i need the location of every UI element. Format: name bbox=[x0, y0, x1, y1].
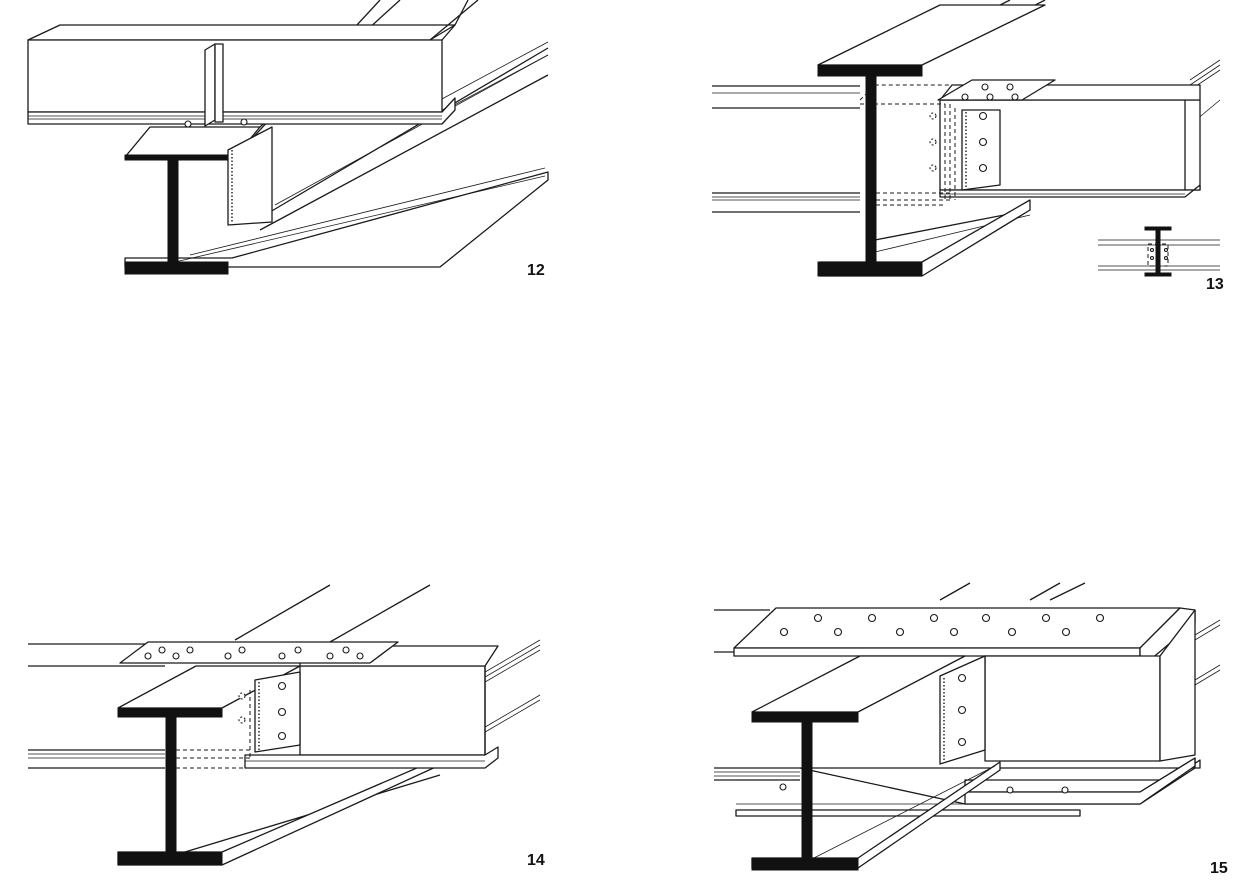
girder-top-flange bbox=[751, 655, 966, 713]
hidden-bolt bbox=[929, 112, 937, 120]
bolt-hole bbox=[277, 731, 287, 741]
bolt-hole bbox=[277, 707, 287, 717]
bolt-hole bbox=[1061, 627, 1071, 637]
hidden-lines bbox=[859, 84, 962, 206]
bolt-hole bbox=[1095, 613, 1105, 623]
bolt-hole bbox=[929, 613, 939, 623]
bolt-hole bbox=[238, 646, 246, 654]
girder-lines bbox=[939, 582, 1221, 686]
figure-12-beam-seat-connection: 12 bbox=[0, 0, 600, 300]
hidden-lines bbox=[176, 690, 251, 769]
girder-section bbox=[751, 711, 859, 871]
top-splice-plate bbox=[733, 607, 1196, 661]
hidden-bolt bbox=[929, 138, 937, 146]
girder-web bbox=[259, 41, 549, 231]
bottom-splice-plate bbox=[735, 757, 1201, 817]
bolt-hole bbox=[144, 652, 152, 660]
girder-top-flange bbox=[817, 4, 1046, 66]
bolt-hole bbox=[278, 652, 286, 660]
bolt-hole bbox=[172, 652, 180, 660]
bolt-hole bbox=[957, 673, 967, 683]
figure-12-drawing bbox=[27, 0, 549, 275]
inset-bolt bbox=[1149, 247, 1155, 253]
bolt-hole bbox=[1011, 93, 1019, 101]
bolt-hole bbox=[981, 83, 989, 91]
bolt-hole bbox=[961, 93, 969, 101]
bolt-hole bbox=[240, 118, 248, 126]
bolt-hole bbox=[949, 627, 959, 637]
bolt-hole bbox=[326, 652, 334, 660]
figure-15-drawing bbox=[714, 582, 1221, 871]
bolt-hole bbox=[779, 627, 789, 637]
bolt-hole bbox=[158, 646, 166, 654]
bolt-hole bbox=[833, 627, 843, 637]
bolt-hole bbox=[224, 652, 232, 660]
bolt-hole bbox=[356, 652, 364, 660]
stiffener-plate bbox=[204, 43, 224, 127]
bolt-hole bbox=[779, 783, 787, 791]
figure-number: 12 bbox=[527, 262, 545, 279]
girder-section bbox=[817, 64, 923, 277]
bolt-hole bbox=[957, 737, 967, 747]
bolt-hole bbox=[1007, 627, 1017, 637]
girder-section bbox=[124, 154, 229, 275]
figure-14-drawing bbox=[28, 584, 541, 866]
bolt-hole bbox=[1006, 786, 1014, 794]
inset-bolt bbox=[1163, 247, 1169, 253]
bolt-hole bbox=[867, 613, 877, 623]
bolt-hole bbox=[186, 646, 194, 654]
figure-14-continuous-connection: 14 bbox=[0, 580, 600, 892]
figure-13-web-connection: 13 bbox=[700, 0, 1242, 300]
bolt-hole bbox=[1061, 786, 1069, 794]
figure-number: 15 bbox=[1210, 860, 1228, 877]
figure-number: 14 bbox=[527, 852, 545, 869]
figure-15-heavy-splice-connection: 15 bbox=[700, 580, 1242, 892]
bolt-hole bbox=[978, 163, 988, 173]
web-angle bbox=[939, 655, 986, 765]
bolt-hole bbox=[895, 627, 905, 637]
inset-bolt bbox=[1163, 255, 1169, 261]
framing-beam bbox=[712, 84, 1201, 213]
bolt-hole bbox=[342, 646, 350, 654]
girder-bottom-flange bbox=[124, 167, 549, 268]
hidden-bolt bbox=[238, 692, 246, 700]
inset-elevation bbox=[1098, 226, 1220, 277]
bolt-hole bbox=[813, 613, 823, 623]
girder-section bbox=[117, 707, 223, 866]
hidden-bolt bbox=[929, 164, 937, 172]
top-splice-plate bbox=[119, 641, 399, 664]
bolt-hole bbox=[981, 613, 991, 623]
bolt-hole bbox=[294, 646, 302, 654]
bolt-hole bbox=[277, 681, 287, 691]
web-angle bbox=[254, 671, 301, 753]
inset-bolt bbox=[1149, 255, 1155, 261]
bolt-hole bbox=[184, 120, 192, 128]
bolt-hole bbox=[978, 137, 988, 147]
bolt-hole bbox=[1041, 613, 1051, 623]
seat-angle bbox=[227, 126, 273, 226]
web-angle bbox=[961, 109, 1001, 191]
top-splice-plate bbox=[937, 79, 1056, 101]
figure-13-drawing bbox=[712, 0, 1221, 277]
framing-beam bbox=[27, 0, 479, 125]
bolt-hole bbox=[957, 705, 967, 715]
hidden-bolt bbox=[238, 716, 246, 724]
bolt-hole bbox=[986, 93, 994, 101]
bolt-hole bbox=[1006, 83, 1014, 91]
bolt-hole bbox=[978, 111, 988, 121]
figure-number: 13 bbox=[1206, 276, 1224, 293]
